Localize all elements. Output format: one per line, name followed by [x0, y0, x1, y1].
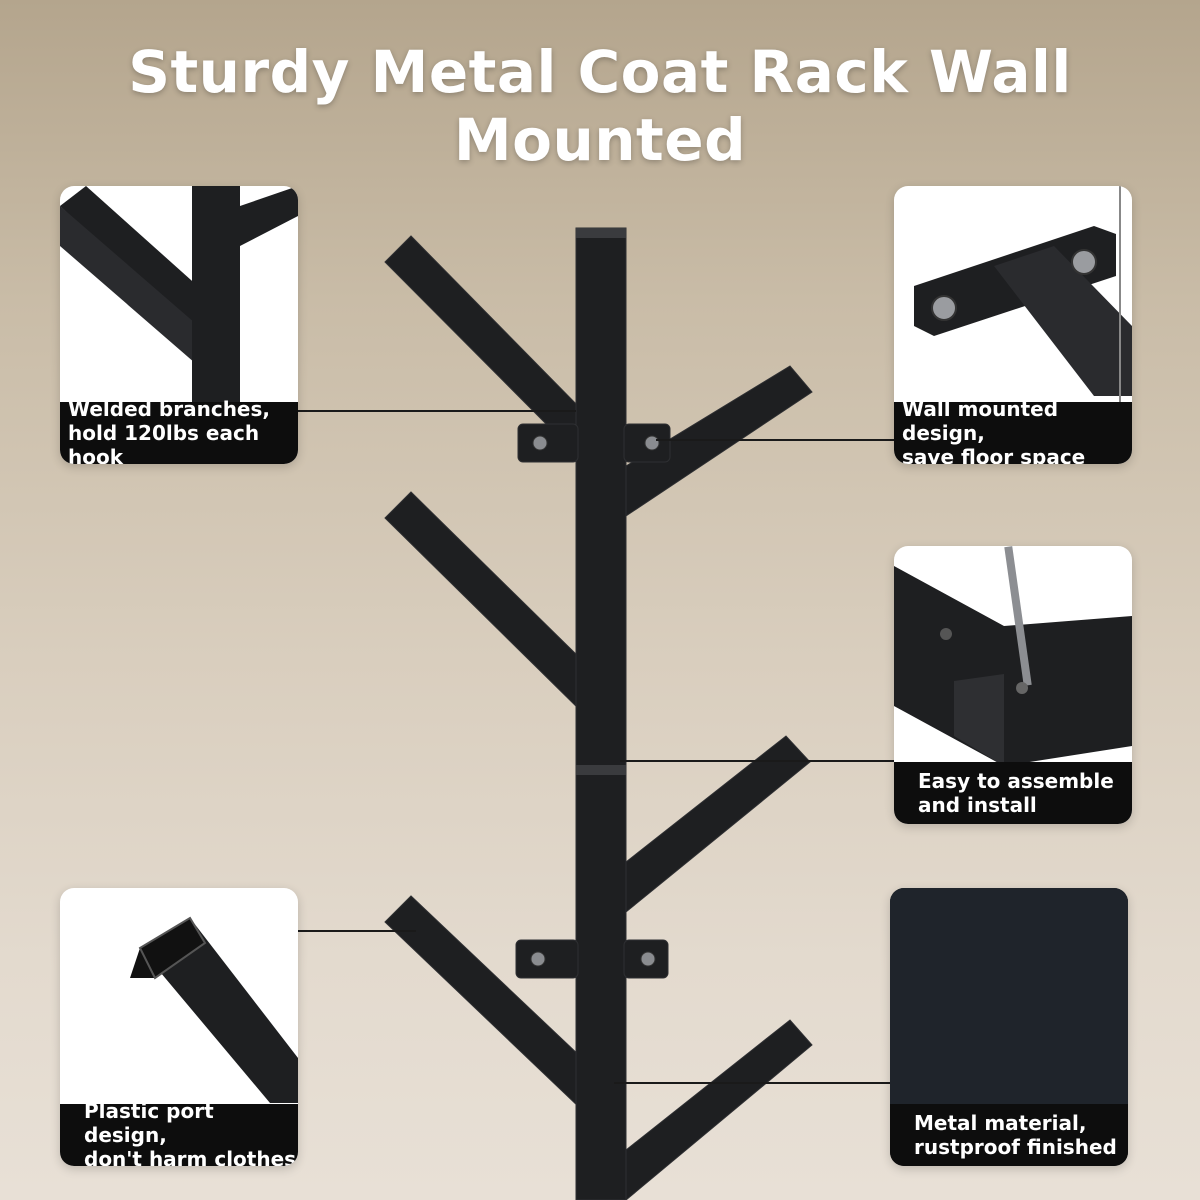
branch-right-3	[625, 1019, 813, 1200]
leader-line-3	[620, 760, 896, 762]
feature-caption-welded-branches: Welded branches, hold 120lbs each hook	[60, 397, 298, 464]
feature-caption-wall-mounted: Wall mounted design, save floor space	[894, 397, 1132, 464]
plastic-port-closeup	[130, 916, 298, 1103]
wall-mount-closeup	[914, 186, 1132, 406]
mount-bracket-bottom-left	[515, 939, 579, 979]
branch-right-2	[625, 735, 811, 914]
screw-1	[532, 435, 548, 451]
leader-line-2	[656, 439, 896, 441]
branch-left-2	[384, 491, 583, 714]
leader-line-4	[298, 930, 416, 932]
feature-card-welded-branches: Welded branches, hold 120lbs each hook	[60, 186, 298, 464]
leader-line-5	[614, 1082, 892, 1084]
assembly-closeup	[894, 546, 1132, 766]
welded-branches-closeup	[60, 186, 298, 406]
screw-2	[644, 435, 660, 451]
feature-caption-plastic-port: Plastic port design, don't harm clothes	[60, 1099, 298, 1166]
screw-4	[640, 951, 656, 967]
feature-caption-metal-material: Metal material, rustproof finished	[890, 1104, 1128, 1166]
rack-pole	[575, 227, 627, 1200]
feature-caption-easy-assemble: Easy to assemble and install	[894, 762, 1132, 824]
feature-card-plastic-port: Plastic port design, don't harm clothes	[60, 888, 298, 1166]
leader-line-1	[298, 410, 576, 412]
page-title: Sturdy Metal Coat Rack Wall Mounted	[128, 38, 1072, 174]
feature-card-easy-assemble: Easy to assemble and install	[894, 546, 1132, 824]
branch-left-3	[384, 895, 583, 1112]
mount-bracket-top-left	[517, 423, 579, 463]
screw-3	[530, 951, 546, 967]
feature-card-wall-mounted: Wall mounted design, save floor space	[894, 186, 1132, 464]
metal-texture-closeup	[890, 888, 1128, 1104]
feature-card-metal-material: Metal material, rustproof finished	[890, 888, 1128, 1166]
